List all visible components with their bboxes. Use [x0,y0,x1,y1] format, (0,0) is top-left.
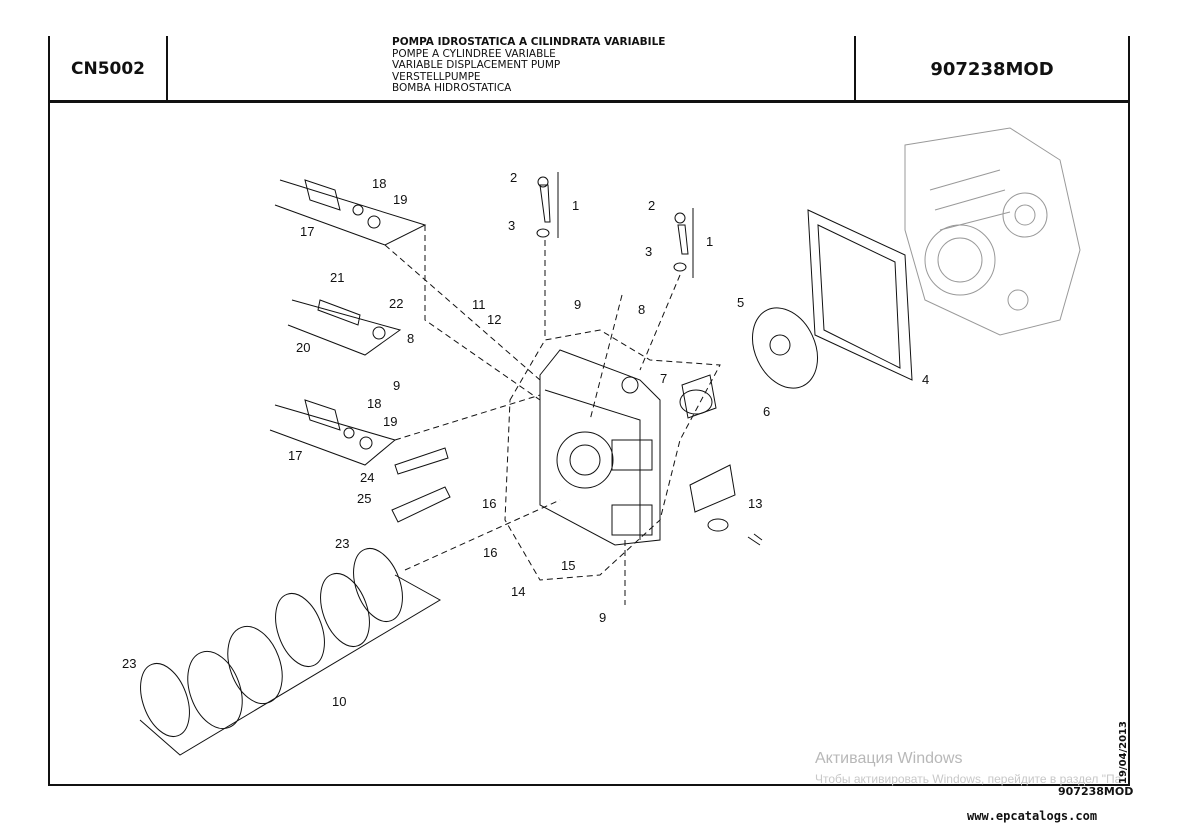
callout-12: 12 [487,312,501,327]
drawing-frame [48,36,1130,786]
callout-9a: 9 [574,297,581,312]
header-divider [48,100,1130,103]
callout-23b: 23 [122,656,136,671]
callout-18b: 18 [367,396,381,411]
callout-8a: 8 [407,331,414,346]
title-german: VERSTELLPUMPE [392,70,481,83]
exploded-parts-diagram: 2 1 3 2 1 3 18 19 17 21 22 20 8 11 12 9 … [122,127,1081,756]
assembled-pump-illustration [904,127,1081,336]
callout-4: 4 [922,372,929,387]
catalog-code: CN5002 [50,36,168,102]
callout-25: 25 [357,491,371,506]
callout-8b: 8 [638,302,645,317]
gasket [807,209,913,381]
callout-16a: 16 [482,496,496,511]
title-italian: POMPA IDROSTATICA A CILINDRATA VARIABILE [392,36,666,48]
callout-9b: 9 [393,378,400,393]
callout-14: 14 [511,584,525,599]
callout-1b: 1 [706,234,713,249]
callout-3b: 3 [645,244,652,259]
callout-23a: 23 [335,536,349,551]
callout-19a: 19 [393,192,407,207]
title-block: POMPA IDROSTATICA A CILINDRATA VARIABILE… [392,36,832,95]
callout-9c: 9 [599,610,606,625]
callout-3a: 3 [508,218,515,233]
callout-5: 5 [737,295,744,310]
callout-19b: 19 [383,414,397,429]
callout-17a: 17 [300,224,314,239]
callout-16b: 16 [483,545,497,560]
footer-reference: 907238MOD [1058,785,1134,798]
callout-2b: 2 [648,198,655,213]
windows-activation-title: Активация Windows [815,750,963,767]
title-english: VARIABLE DISPLACEMENT PUMP [392,59,561,72]
callout-22: 22 [389,296,403,311]
drawing-date: 19/04/2013 [1118,721,1129,784]
callout-7: 7 [660,371,667,386]
drawing-reference: 907238MOD [854,36,1128,102]
cover-plate [689,464,736,513]
callout-18a: 18 [372,176,386,191]
callout-20: 20 [296,340,310,355]
callout-15: 15 [561,558,575,573]
callout-2a: 2 [510,170,517,185]
pump-housing [539,349,661,546]
callout-1a: 1 [572,198,579,213]
windows-activation-hint: Чтобы активировать Windows, перейдите в … [815,772,1122,786]
callout-17b: 17 [288,448,302,463]
callout-10: 10 [332,694,346,709]
port-plate [752,307,818,389]
callout-24: 24 [360,470,374,485]
title-spanish: BOMBA HIDROSTATICA [392,82,512,95]
title-french: POMPE A CYLINDREE VARIABLE [392,47,556,60]
callout-6: 6 [763,404,770,419]
callout-13: 13 [748,496,762,511]
bushing [681,374,717,419]
callout-11: 11 [472,297,486,312]
callout-21: 21 [330,270,344,285]
website-link[interactable]: www.epcatalogs.com [967,809,1098,823]
